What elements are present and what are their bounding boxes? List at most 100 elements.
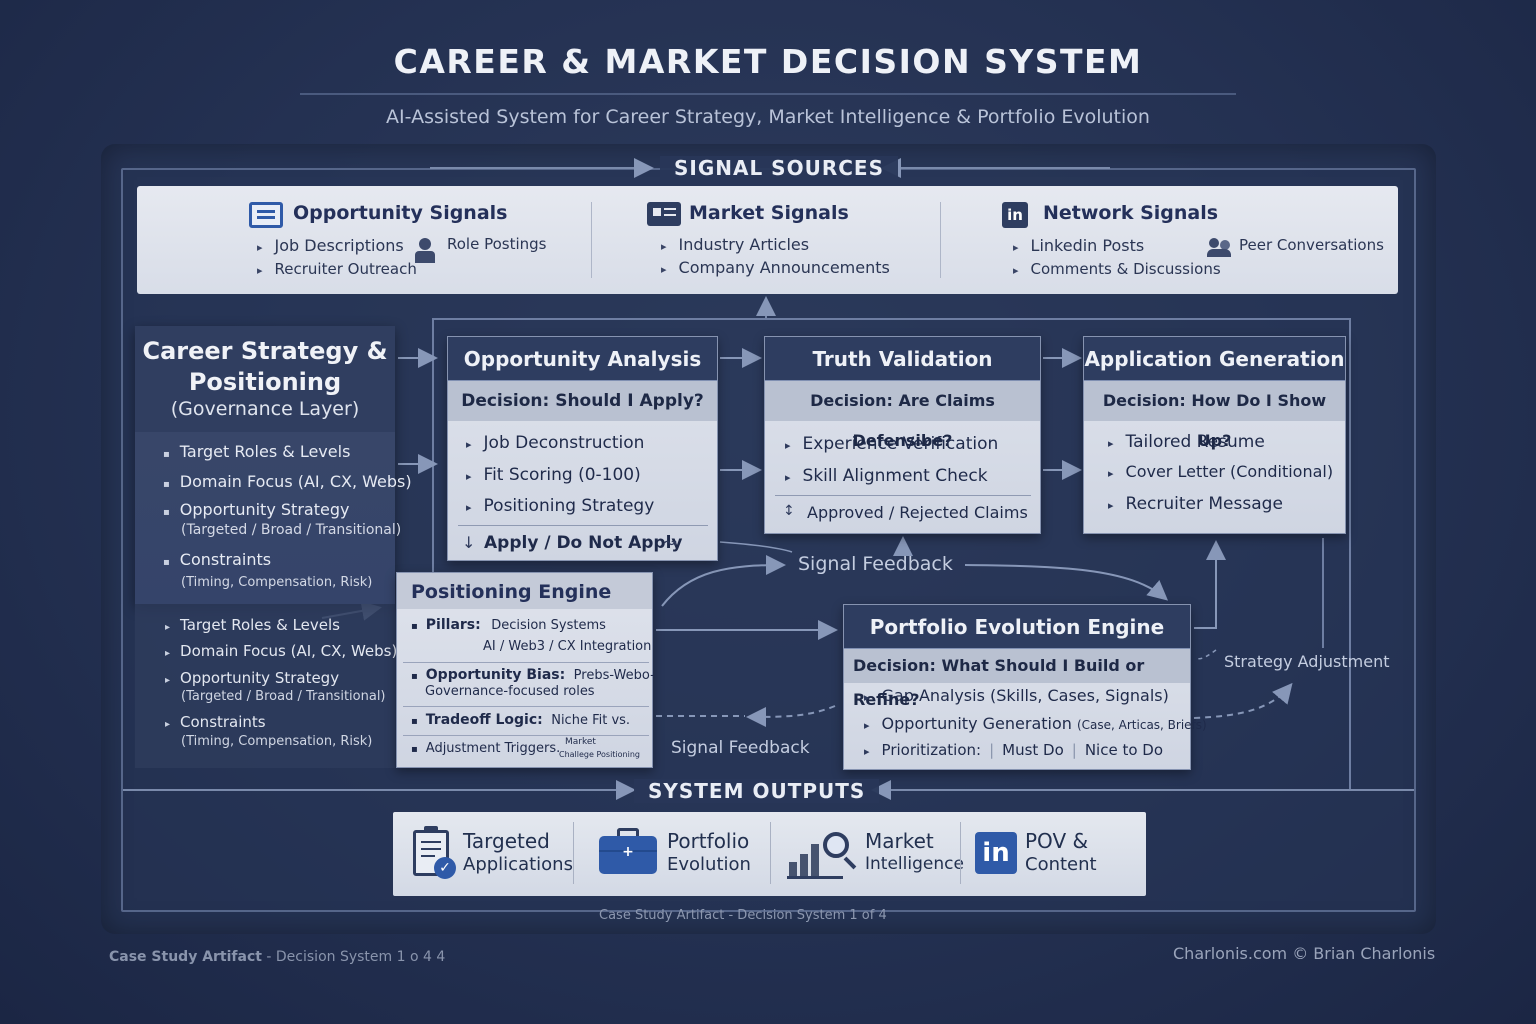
positioning-engine-card: Positioning Engine ▪Pillars: Decision Sy… <box>396 572 655 768</box>
card-item: Prioritization:|Must Do|Nice to Do <box>864 741 1163 759</box>
governance-item: Domain Focus (AI, CX, Webs) <box>165 642 397 660</box>
card-divider <box>458 525 708 526</box>
tradeoff-row: ▪Tradeoff Logic: Niche Fit vs. <box>411 712 631 728</box>
pillars-value: Decision Systems <box>491 618 606 633</box>
pillars-value-2: AI / Web3 / CX Integration <box>483 639 652 654</box>
priority-must-do: Must Do <box>1002 741 1064 759</box>
triggers-label: Adjustment Triggers. <box>425 741 561 756</box>
card-decision: Decision: Are Claims Defensibe? <box>765 381 1040 450</box>
priority-nice-to-do: Nice to Do <box>1084 741 1164 759</box>
system-outputs-panel: ✓ Targeted Applications + Portfolio Evol… <box>393 812 1146 896</box>
signal-item: Job Descriptions <box>257 236 404 255</box>
governance-title-line: Positioning <box>188 368 342 396</box>
card-item-sub: (Case, Articas, Briefs) <box>1076 718 1207 732</box>
governance-layer-detail: Target Roles & Levels Domain Focus (AI, … <box>135 604 397 768</box>
bar-chart-magnifier-icon <box>787 830 859 880</box>
output-line: Evolution <box>667 854 751 875</box>
footer-left-bold: Case Study Artifact <box>109 949 262 965</box>
triggers-value: Market <box>565 737 596 747</box>
governance-title: Career Strategy & Positioning <box>135 326 395 398</box>
signal-item: Recruiter Outreach <box>257 260 417 278</box>
output-line: Applications <box>463 854 573 875</box>
card-title: Opportunity Analysis <box>448 337 717 381</box>
card-divider <box>403 662 649 663</box>
card-title: Application Generation <box>1084 337 1345 381</box>
forward-arrow-icon: ↝ <box>664 533 677 551</box>
job-listing-icon <box>249 202 283 228</box>
market-signals-title: Market Signals <box>689 202 849 224</box>
governance-item: Target Roles & Levels <box>163 442 351 461</box>
signal-item: Company Announcements <box>661 258 890 277</box>
card-title: Truth Validation <box>765 337 1040 381</box>
clipboard-check-icon: ✓ <box>413 826 456 879</box>
system-outputs-label: SYSTEM OUTPUTS <box>634 779 880 803</box>
card-decision: Decision: What Should I Build or Refine? <box>844 649 1190 709</box>
card-divider <box>775 495 1031 496</box>
down-arrow-icon: ↓ <box>462 533 476 552</box>
governance-item-sub: (Timing, Compensation, Risk) <box>181 734 373 749</box>
briefcase-icon: + <box>599 828 657 874</box>
card-outcome: Apply / Do Not Apply <box>484 533 683 553</box>
application-generation-card: Application Generation Decision: How Do … <box>1083 336 1346 534</box>
footer-caption: Case Study Artifact - Decision System 1 … <box>599 908 887 923</box>
bias-value-2: Governance-focused roles <box>425 684 595 699</box>
signal-item: Role Postings <box>447 235 547 253</box>
card-title: Positioning Engine <box>397 573 652 609</box>
governance-item: Target Roles & Levels <box>165 616 340 634</box>
person-at-desk-icon <box>413 238 437 264</box>
card-divider <box>403 706 649 707</box>
network-signals-title: Network Signals <box>1043 202 1219 224</box>
output-label: Portfolio Evolution <box>667 830 751 876</box>
signal-sources-label: SIGNAL SOURCES <box>660 156 898 180</box>
governance-item-sub: (Timing, Compensation, Risk) <box>181 575 373 590</box>
governance-item: Constraints <box>163 550 271 569</box>
card-item: Positioning Strategy <box>466 496 655 516</box>
governance-item: Domain Focus (AI, CX, Webs) <box>163 472 412 491</box>
tradeoff-value: Niche Fit vs. <box>551 713 631 728</box>
title-divider <box>300 93 1236 95</box>
card-item-label: Opportunity Generation <box>881 714 1072 733</box>
governance-layer: Career Strategy & Positioning (Governanc… <box>135 326 412 604</box>
card-decision: Decision: Should I Apply? <box>448 381 717 421</box>
card-decision: Decision: How Do I Show Up? <box>1084 381 1345 450</box>
pillars-label: Pillars: <box>425 617 481 633</box>
governance-item: Opportunity Strategy <box>163 500 350 519</box>
signal-item: Linkedin Posts <box>1013 236 1145 255</box>
news-icon <box>647 202 681 226</box>
footer-credit: Charlonis.com © Brian Charlonis <box>1173 944 1436 963</box>
linkedin-icon: in <box>975 832 1017 874</box>
output-line: Content <box>1025 854 1097 875</box>
output-divider <box>770 822 771 884</box>
card-item: Recruiter Message <box>1108 494 1283 514</box>
signal-feedback-label: Signal Feedback <box>798 553 953 575</box>
card-item: Skill Alignment Check <box>785 466 988 486</box>
output-line: Portfolio <box>667 829 750 853</box>
truth-validation-card: Truth Validation Decision: Are Claims De… <box>764 336 1041 534</box>
card-outcome: Approved / Rejected Claims <box>807 503 1028 522</box>
signal-feedback-label: Signal Feedback <box>671 738 810 758</box>
output-line: Intelligence <box>865 854 964 874</box>
tradeoff-label: Tradeoff Logic: <box>425 712 543 728</box>
signal-sources-panel: Opportunity Signals Job Descriptions Rec… <box>137 186 1398 294</box>
card-item: Cover Letter (Conditional) <box>1108 462 1334 481</box>
output-line: POV & <box>1025 829 1089 853</box>
governance-title-line: Career Strategy & <box>142 337 388 365</box>
signal-item: Peer Conversations <box>1239 236 1384 254</box>
page-title: CAREER & MARKET DECISION SYSTEM <box>393 42 1143 81</box>
footer-left-rest: - Decision System 1 o 4 4 <box>261 949 446 965</box>
card-item: Opportunity Generation (Case, Articas, B… <box>864 714 1207 733</box>
bias-value: Prebs-Webo- <box>573 668 655 683</box>
card-item: Gap Analysis (Skills, Cases, Signals) <box>864 686 1169 705</box>
governance-item-sub: (Targeted / Broad / Transitional) <box>181 689 386 704</box>
column-divider <box>591 202 592 278</box>
portfolio-evolution-card: Portfolio Evolution Engine Decision: Wha… <box>843 604 1207 770</box>
bias-row: ▪Opportunity Bias: Prebs-Webo- <box>411 667 655 683</box>
card-item: Fit Scoring (0-100) <box>466 465 641 485</box>
page-subtitle: AI-Assisted System for Career Strategy, … <box>386 106 1150 128</box>
output-line: Market <box>865 829 934 853</box>
governance-header: Career Strategy & Positioning (Governanc… <box>135 326 395 432</box>
signal-item: Industry Articles <box>661 235 810 254</box>
opportunity-analysis-card: Opportunity Analysis Decision: Should I … <box>447 336 718 561</box>
card-title: Portfolio Evolution Engine <box>844 605 1190 649</box>
